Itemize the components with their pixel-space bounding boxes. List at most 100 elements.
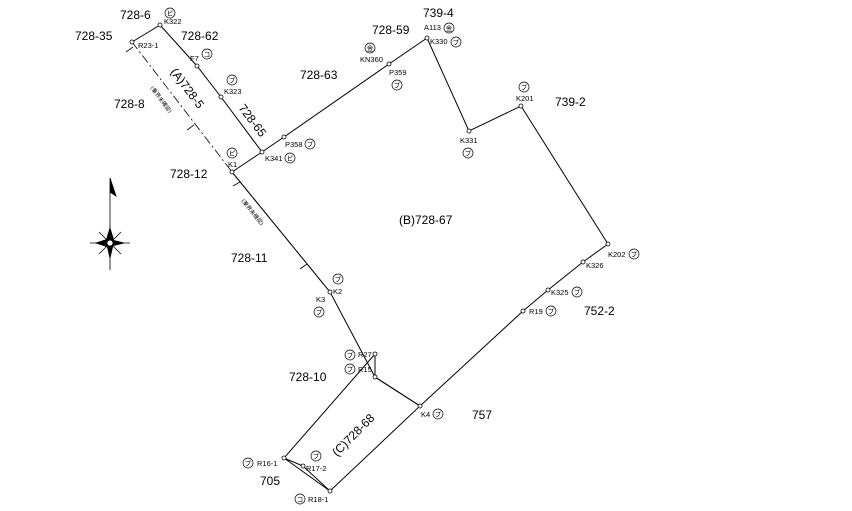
label-p358: P358 — [285, 140, 303, 149]
parcel-728-11: 728-11 — [231, 251, 268, 265]
mark-r27-text: プ — [347, 352, 354, 360]
parcel-728-6: 728-6 — [120, 8, 151, 22]
mark-k325: プ — [571, 286, 583, 298]
pt-r23 — [129, 39, 135, 45]
parcel-c-728-68: (C)728-68 — [329, 411, 377, 459]
label-r15: R15 — [358, 365, 372, 374]
mark-k323: プ — [226, 74, 238, 86]
label-r23-1: R23-1 — [138, 41, 158, 50]
mark-r27: プ — [344, 349, 356, 361]
label-r17-2: R17-2 — [306, 464, 326, 473]
label-p359: P359 — [389, 68, 407, 77]
pt-r18 — [327, 488, 333, 494]
parcel-728-63: 728-63 — [300, 68, 338, 82]
parcel-757: 757 — [472, 408, 492, 422]
mark-k331: プ — [462, 147, 474, 159]
pt-k331 — [466, 128, 472, 134]
mark-a113-text: 金 — [446, 24, 453, 33]
mark-k202: プ — [628, 248, 640, 260]
mark-r15: プ — [344, 363, 356, 375]
mark-k341-text: ピ — [287, 155, 294, 163]
label-r27: R27 — [358, 350, 372, 359]
parcel-739-2: 739-2 — [555, 95, 586, 109]
mark-f7: コ — [201, 48, 213, 60]
mark-k201: プ — [518, 81, 530, 93]
tick-3 — [232, 181, 241, 187]
pt-r27 — [372, 351, 378, 357]
parcel-728-35: 728-35 — [75, 29, 113, 43]
parcel-b-728-67: (B)728-67 — [399, 213, 453, 227]
mark-k3-text: プ — [316, 309, 323, 317]
mark-k341: ピ — [284, 152, 296, 164]
pt-k323 — [218, 94, 224, 100]
mark-k330-text: プ — [453, 39, 460, 47]
mark-r17-2: プ — [310, 450, 322, 462]
pt-r16 — [281, 455, 287, 461]
mark-k2-text: プ — [335, 276, 342, 284]
dashdot-lower — [231, 171, 331, 293]
north-arrow-icon — [90, 177, 130, 270]
label-r19: R19 — [529, 307, 543, 316]
mark-k201-text: プ — [521, 84, 528, 92]
parcel-728-59: 728-59 — [372, 23, 410, 37]
point-markers — [129, 22, 611, 494]
boundary-ticks — [125, 46, 308, 270]
pt-k322 — [157, 22, 163, 28]
tick-1 — [125, 46, 134, 53]
label-k3: K3 — [316, 295, 325, 304]
pt-k325 — [545, 287, 551, 293]
parcel-728-12: 728-12 — [170, 167, 208, 181]
mark-k322-text: ピ — [167, 10, 174, 18]
label-k330: K330 — [430, 37, 448, 46]
label-k4: K4 — [421, 410, 430, 419]
boundary-k322-k341 — [159, 24, 263, 153]
label-f7: F7 — [190, 54, 199, 63]
parcel-752-2: 752-2 — [584, 304, 615, 318]
mark-r15-text: プ — [347, 366, 354, 374]
label-k202: K202 — [608, 250, 626, 259]
mark-p359-text: プ — [394, 82, 401, 90]
label-k1: K1 — [228, 160, 237, 169]
pt-p358 — [281, 134, 287, 140]
mark-k4: プ — [432, 408, 444, 420]
pt-k2 — [327, 289, 333, 295]
mark-r16-1-text: プ — [245, 460, 252, 468]
mark-k1: ピ — [226, 147, 238, 159]
mark-k1-text: ピ — [229, 150, 236, 158]
mark-p358-text: プ — [307, 141, 314, 149]
pt-f7 — [194, 63, 200, 69]
mark-a113: 金 — [443, 22, 455, 34]
tick-2 — [186, 124, 195, 131]
pt-k1 — [229, 169, 235, 175]
label-r16-1: R16-1 — [257, 459, 277, 468]
mark-r17-2-text: プ — [313, 453, 320, 461]
dashdot-upper — [131, 41, 233, 173]
pt-r19 — [520, 308, 526, 314]
label-k2: K2 — [333, 287, 342, 296]
parcel-728-8: 728-8 — [114, 97, 145, 111]
label-kn360: KN360 — [360, 55, 383, 64]
pt-k326 — [580, 259, 586, 265]
mark-k323-text: プ — [229, 77, 236, 85]
parcel-labels: 728-6 728-35 728-62 728-63 728-59 739-4 … — [75, 6, 615, 488]
pt-k201 — [518, 103, 524, 109]
mark-k331-text: プ — [465, 150, 472, 158]
mark-p359: プ — [391, 79, 403, 91]
label-k325: K325 — [551, 288, 569, 297]
label-a113: A113 — [424, 23, 441, 32]
mark-k325-text: プ — [574, 289, 581, 297]
label-k323: K323 — [224, 87, 242, 96]
pt-r15 — [372, 374, 378, 380]
mark-k322: ピ — [164, 7, 176, 19]
mark-f7-text: コ — [204, 51, 211, 59]
mark-k3: プ — [313, 306, 325, 318]
unconfirmed-note-lower: (筆界未確認) — [239, 197, 265, 227]
pt-k330 — [424, 35, 430, 41]
parcel-a-728-5: (A)728-5 — [168, 65, 207, 111]
mark-r18-1-text: コ — [297, 496, 304, 504]
label-k331: K331 — [460, 136, 478, 145]
unconfirmed-note-upper: (筆界未確認) — [148, 84, 174, 114]
mark-k330: プ — [450, 36, 462, 48]
parcel-705: 705 — [260, 474, 280, 488]
